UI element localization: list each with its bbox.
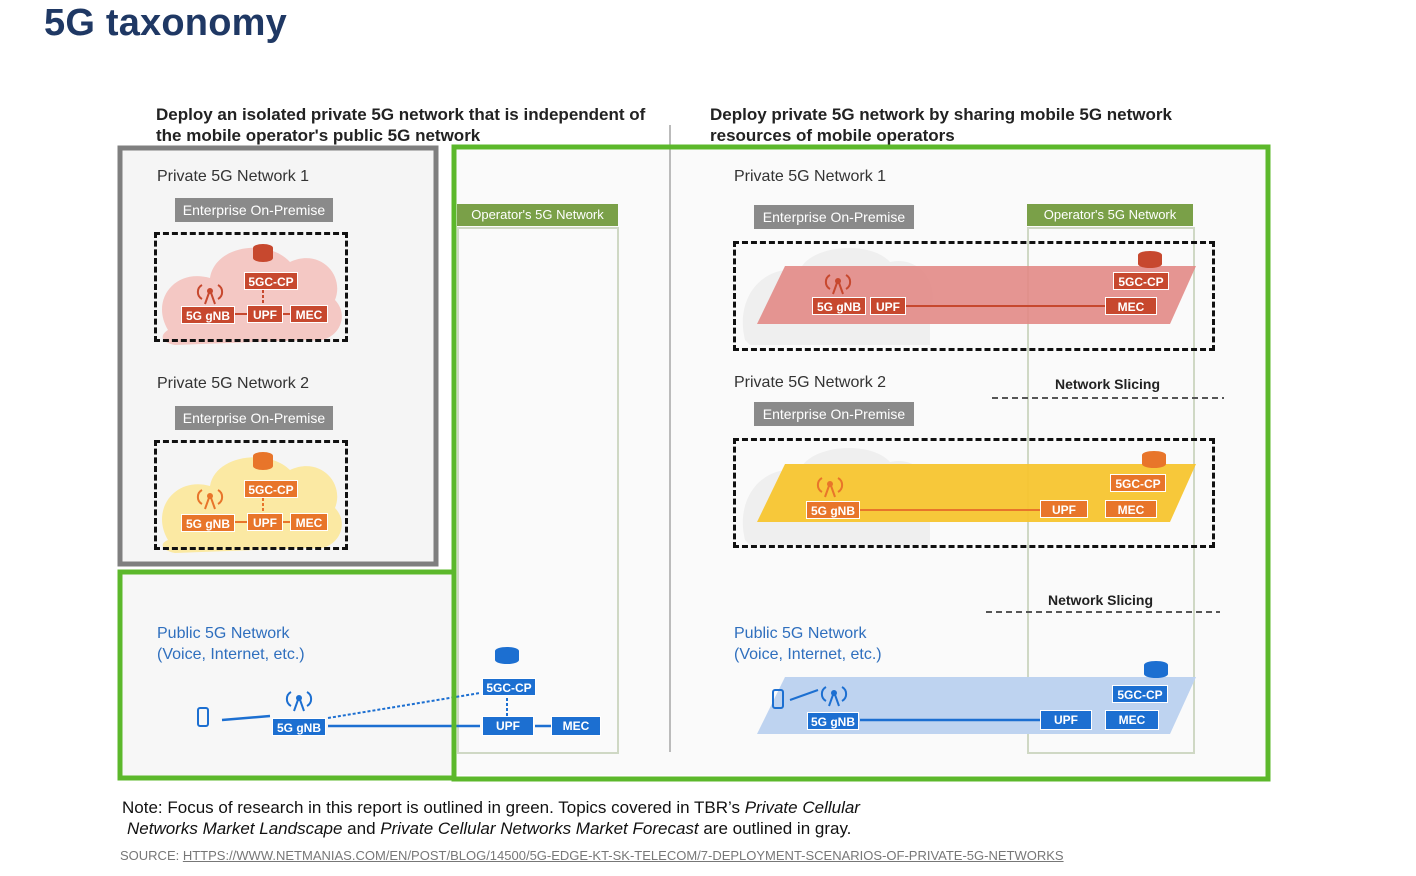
- gnb-node: 5G gNB: [272, 718, 326, 736]
- phone-icon-right: [772, 689, 784, 709]
- gnb-node: 5G gNB: [806, 501, 860, 519]
- cp-node: 5GC-CP: [482, 678, 536, 696]
- cp-node: 5GC-CP: [1112, 685, 1168, 703]
- left-heading-line-1: Deploy an isolated private 5G network th…: [156, 105, 646, 124]
- gnb-node: 5G gNB: [807, 712, 859, 730]
- note-italic-3: Private Cellular Networks Market Forecas…: [380, 819, 699, 838]
- slicing-label-2: Network Slicing: [1048, 592, 1154, 608]
- right-public-title-line: Public 5G Network: [734, 625, 867, 642]
- left-heading-line-2: the mobile operator's public 5G network: [156, 126, 481, 145]
- left-public-panel-bg: [120, 572, 452, 777]
- left-operator-label: Operator's 5G Network: [457, 204, 618, 226]
- left-enterprise-box-1: [154, 232, 348, 342]
- left-public-title-line: Public 5G Network: [157, 625, 290, 642]
- right-enterprise-label-2: Enterprise On-Premise: [754, 402, 914, 426]
- left-public-subtitle: (Voice, Internet, etc.): [157, 646, 305, 663]
- note-line-1: Note: Focus of research in this report i…: [122, 797, 860, 818]
- mec-node: MEC: [1105, 500, 1157, 518]
- slicing-label-1: Network Slicing: [1055, 376, 1161, 392]
- right-public-subtitle: (Voice, Internet, etc.): [734, 646, 882, 663]
- database-icon: [253, 244, 1168, 678]
- right-network-1-title: Private 5G Network 1: [734, 168, 887, 185]
- right-enterprise-label-1: Enterprise On-Premise: [754, 205, 914, 229]
- left-public-title: Public 5G Network (Voice, Internet, etc.…: [157, 623, 305, 665]
- note-prefix: Note: Focus of research in this report i…: [122, 798, 745, 817]
- source-link[interactable]: HTTPS://WWW.NETMANIAS.COM/EN/POST/BLOG/1…: [182, 848, 1064, 863]
- cp-node: 5GC-CP: [1113, 272, 1169, 290]
- left-heading: Deploy an isolated private 5G network th…: [156, 104, 645, 146]
- left-enterprise-box-2: [154, 440, 348, 550]
- right-enterprise-box-1: [733, 241, 1215, 351]
- upf-node: UPF: [1040, 710, 1092, 730]
- phone-icon-left: [197, 707, 209, 727]
- upf-node: UPF: [247, 305, 283, 323]
- upf-node: UPF: [1040, 500, 1088, 518]
- mec-node: MEC: [290, 305, 328, 323]
- mec-node: MEC: [290, 513, 328, 531]
- right-heading-line-1: Deploy private 5G network by sharing mob…: [710, 105, 1172, 124]
- gnb-node: 5G gNB: [181, 514, 235, 532]
- cp-node: 5GC-CP: [244, 272, 298, 290]
- source: SOURCE: HTTPS://WWW.NETMANIAS.COM/EN/POS…: [120, 848, 1064, 863]
- gnb-node: 5G gNB: [181, 306, 235, 324]
- page-title: 5G taxonomy: [44, 2, 287, 44]
- right-network-2-title: Private 5G Network 2: [734, 374, 887, 391]
- note: Note: Focus of research in this report i…: [122, 797, 860, 839]
- red-slice: [757, 266, 1196, 324]
- upf-node: UPF: [482, 716, 534, 736]
- note-line-2: Networks Market Landscape and Private Ce…: [122, 818, 860, 839]
- right-public-title: Public 5G Network (Voice, Internet, etc.…: [734, 623, 882, 665]
- note-and: and: [342, 819, 381, 838]
- antenna-icon: [196, 274, 852, 712]
- right-enterprise-box-2: [733, 438, 1215, 548]
- cp-node: 5GC-CP: [244, 480, 298, 498]
- right-operator-label: Operator's 5G Network: [1027, 204, 1193, 226]
- left-network-1-title: Private 5G Network 1: [157, 168, 310, 185]
- upf-node: UPF: [247, 513, 283, 531]
- left-operator-column: [457, 227, 619, 754]
- green-outline-right: [451, 144, 1271, 782]
- mec-node: MEC: [551, 716, 601, 736]
- right-heading: Deploy private 5G network by sharing mob…: [710, 104, 1172, 146]
- mec-node: MEC: [1105, 710, 1159, 730]
- gnb-node: 5G gNB: [812, 297, 866, 315]
- left-enterprise-label-1: Enterprise On-Premise: [175, 198, 333, 222]
- note-italic-1: Private Cellular: [744, 798, 860, 817]
- note-suffix: are outlined in gray.: [698, 819, 852, 838]
- left-network-2-title: Private 5G Network 2: [157, 375, 310, 392]
- gray-outline: [117, 145, 439, 567]
- mec-node: MEC: [1105, 297, 1157, 315]
- source-label: SOURCE:: [120, 848, 183, 863]
- upf-node: UPF: [870, 297, 906, 315]
- left-enterprise-label-2: Enterprise On-Premise: [175, 406, 333, 430]
- right-heading-line-2: resources of mobile operators: [710, 126, 955, 145]
- note-italic-2: Networks Market Landscape: [127, 819, 343, 838]
- cp-node: 5GC-CP: [1110, 474, 1166, 492]
